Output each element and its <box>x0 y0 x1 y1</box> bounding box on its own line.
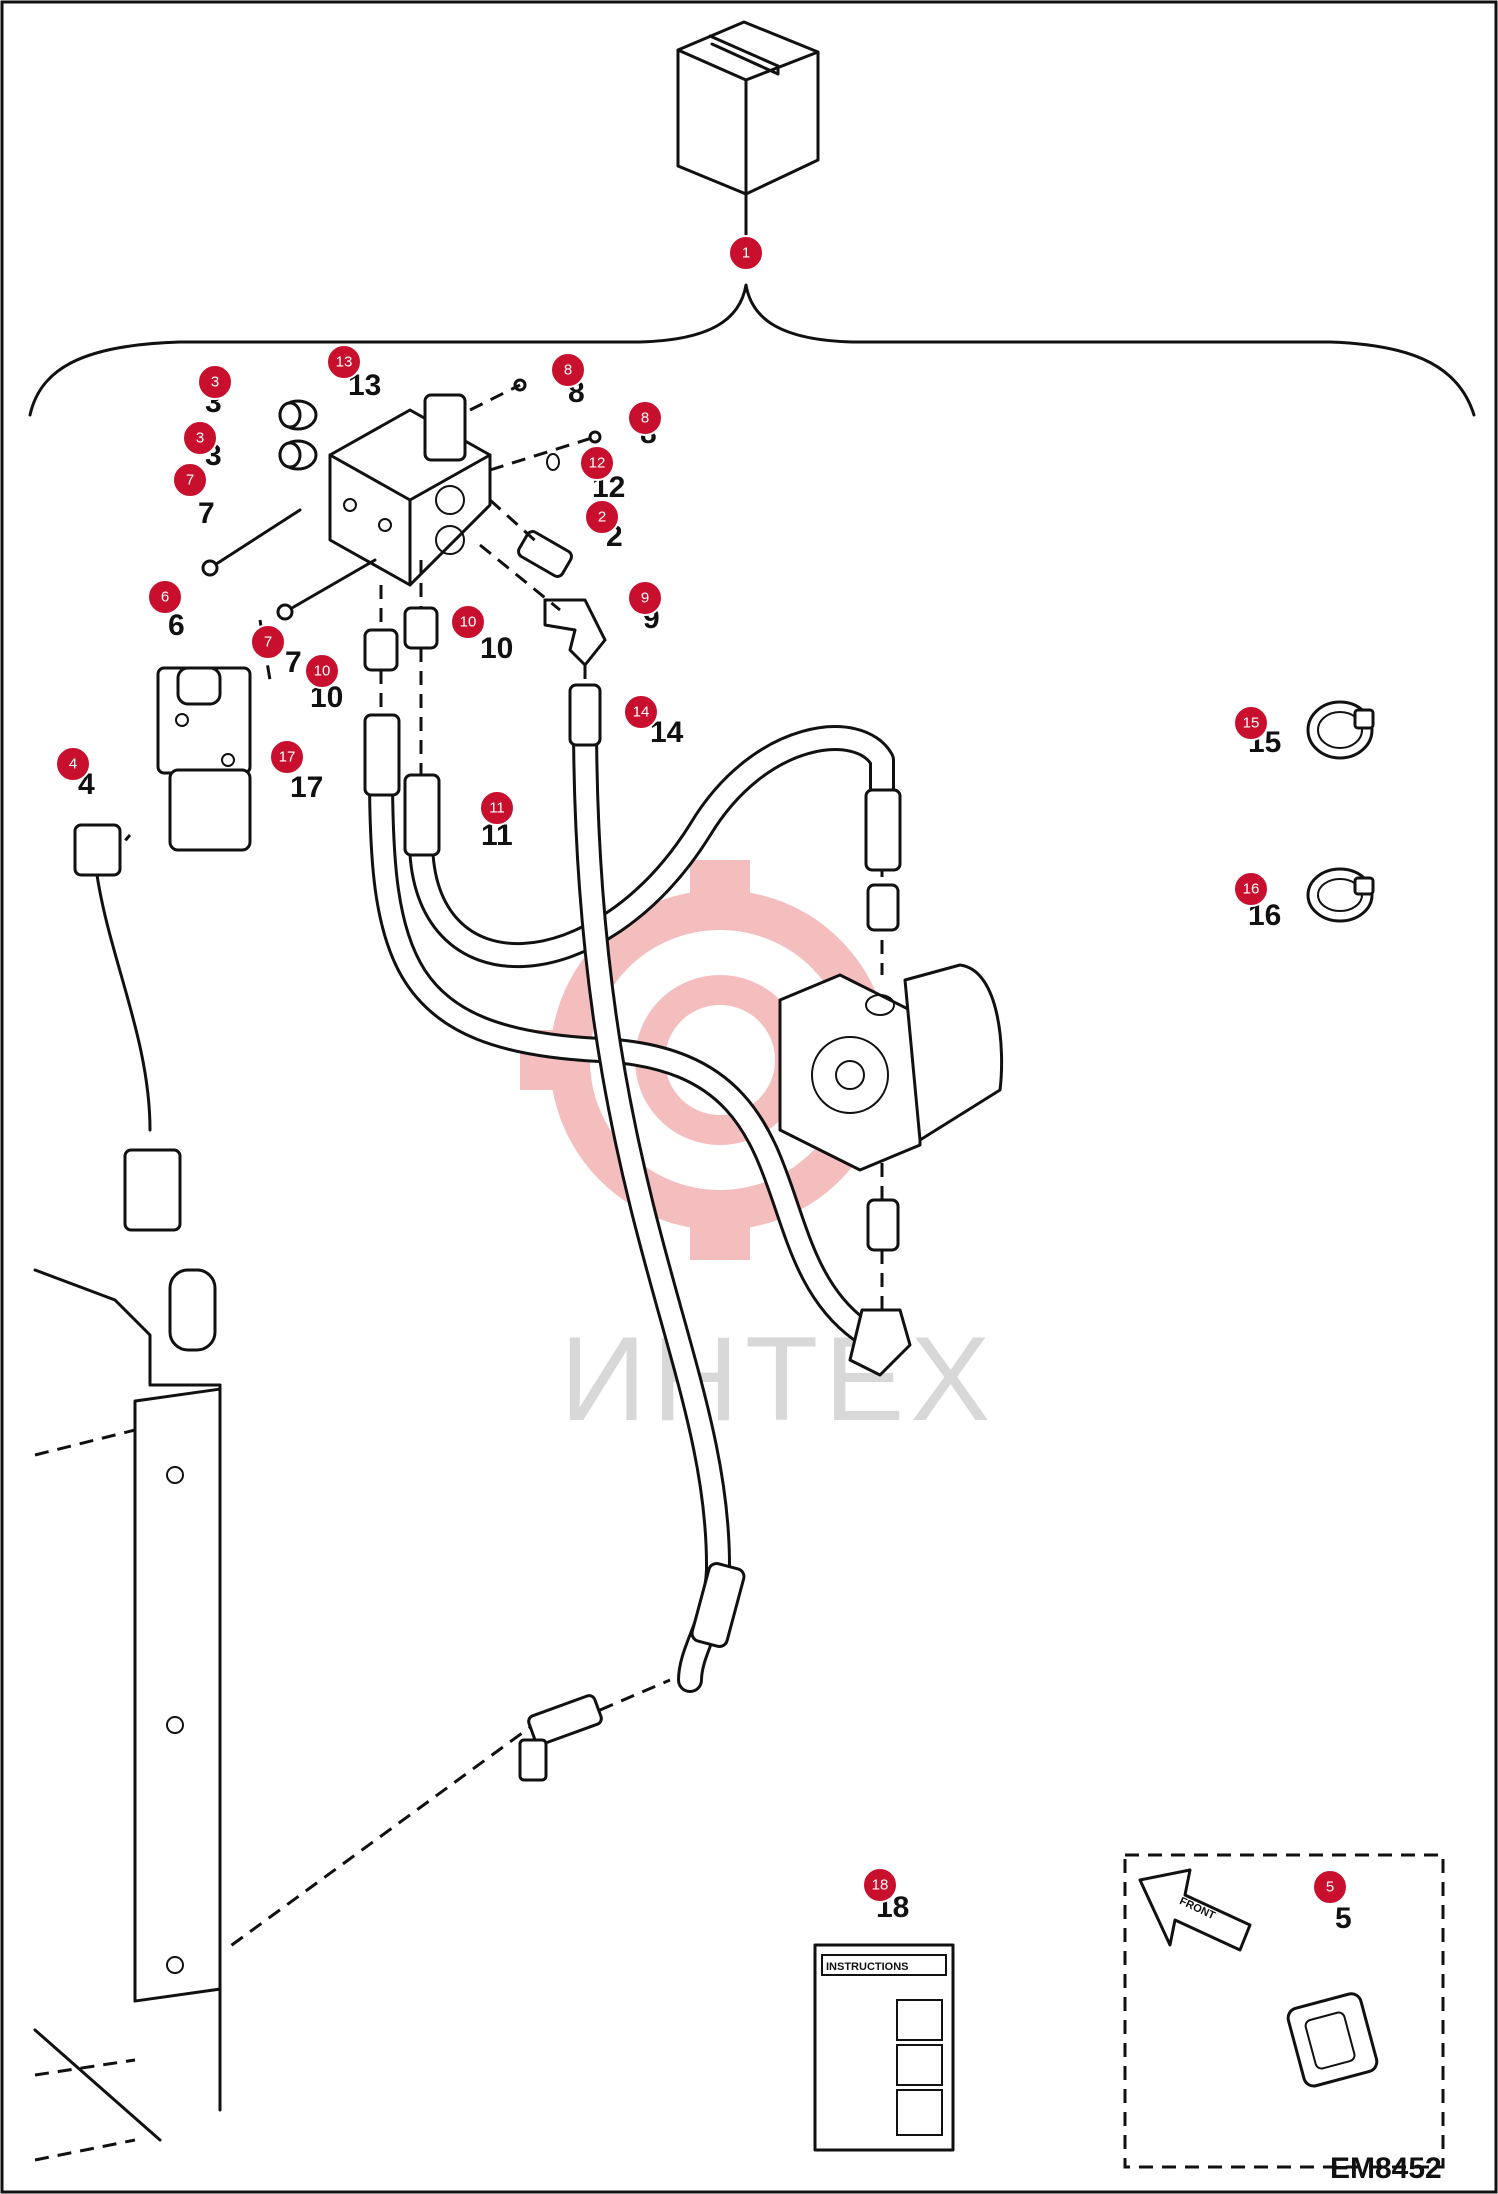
part-number-6: 6 <box>168 609 185 642</box>
o-ring-8b <box>588 430 602 444</box>
tee-fitting <box>518 1694 603 1782</box>
hose-clamp-15 <box>1306 700 1375 760</box>
valve-block <box>328 393 492 587</box>
callout-label: 10 <box>314 663 331 680</box>
motor-fitting-bottom <box>866 1198 900 1252</box>
callout-16: 16 <box>1233 871 1269 907</box>
hose-end-lower <box>690 1562 746 1648</box>
callout-label: 2 <box>598 509 606 526</box>
callout-label: 5 <box>1326 1879 1334 1896</box>
callout-6: 6 <box>147 579 183 615</box>
callout-label: 6 <box>161 589 169 606</box>
callout-label: 11 <box>489 800 505 817</box>
callout-14: 14 <box>623 694 659 730</box>
callout-label: 8 <box>641 410 649 427</box>
callout-10: 10 <box>450 604 486 640</box>
callout-label: 10 <box>460 614 477 631</box>
callout-label: 17 <box>279 749 296 766</box>
motor-elbow <box>848 1308 912 1377</box>
callout-label: 15 <box>1243 715 1260 732</box>
callout-7: 7 <box>172 462 208 498</box>
callout-label: 1 <box>742 245 750 262</box>
front-arrow: FRONT <box>1138 1868 1252 1952</box>
callout-8: 8 <box>627 400 663 436</box>
kit-box <box>676 20 820 196</box>
callout-2: 2 <box>584 499 620 535</box>
fitting-2 <box>517 530 573 578</box>
bolt-7b <box>276 558 377 621</box>
callout-18: 18 <box>862 1867 898 1903</box>
callout-label: 8 <box>564 362 572 379</box>
elbow-9 <box>543 598 607 667</box>
callout-3: 3 <box>182 420 218 456</box>
callout-label: 4 <box>69 756 77 773</box>
hose-end-17 <box>363 713 401 797</box>
callout-11: 11 <box>479 790 515 826</box>
part-number-7: 7 <box>198 497 215 530</box>
motor-fitting-top <box>866 883 900 932</box>
callout-10: 10 <box>304 653 340 689</box>
callout-label: 3 <box>196 430 204 447</box>
instructions-manual: INSTRUCTIONS <box>813 1943 955 2152</box>
callout-3: 3 <box>197 364 233 400</box>
callout-8: 8 <box>550 352 586 388</box>
hydraulic-motor <box>778 963 1004 1172</box>
callout-label: 12 <box>589 455 606 472</box>
electrical-connector <box>73 823 182 1232</box>
o-ring-12 <box>546 453 560 471</box>
callout-17: 17 <box>269 739 305 775</box>
part-number-17: 17 <box>290 771 323 804</box>
callout-label: 13 <box>336 354 353 371</box>
callout-12: 12 <box>579 445 615 481</box>
callout-1: 1 <box>728 235 764 271</box>
fitting-10a <box>363 628 399 672</box>
fitting-3b <box>278 439 318 471</box>
fitting-10b <box>403 606 439 650</box>
bolt-7a <box>201 508 302 577</box>
callout-5: 5 <box>1312 1869 1348 1905</box>
callout-7: 7 <box>250 624 286 660</box>
watermark-text: ИНТЕХ <box>560 1312 996 1446</box>
instructions-label: INSTRUCTIONS <box>826 1961 909 1973</box>
rocker-switch <box>1286 1992 1379 2088</box>
fitting-3a <box>278 399 318 431</box>
callout-4: 4 <box>55 746 91 782</box>
part-number-7: 7 <box>285 646 302 679</box>
option-box <box>1123 1853 1445 2169</box>
callout-9: 9 <box>627 580 663 616</box>
callout-label: 16 <box>1243 881 1260 898</box>
hose-end-14 <box>568 683 602 747</box>
hose-clamp-16 <box>1306 867 1375 923</box>
kit-brace <box>28 283 1476 417</box>
hose-end-motor <box>864 788 902 872</box>
radiator-frame <box>33 1268 222 2162</box>
callout-label: 18 <box>872 1877 889 1894</box>
hose-end-11 <box>403 773 441 857</box>
callout-15: 15 <box>1233 705 1269 741</box>
solenoid-valve <box>156 666 252 852</box>
part-number-5: 5 <box>1335 1902 1352 1935</box>
callout-13: 13 <box>326 344 362 380</box>
drawing-code: EM8452 <box>1330 2152 1442 2185</box>
callout-label: 7 <box>264 634 272 651</box>
callout-label: 3 <box>211 374 219 391</box>
callout-label: 9 <box>641 590 649 607</box>
part-number-10: 10 <box>480 632 513 665</box>
callout-label: 14 <box>633 704 650 721</box>
callout-label: 7 <box>186 472 194 489</box>
